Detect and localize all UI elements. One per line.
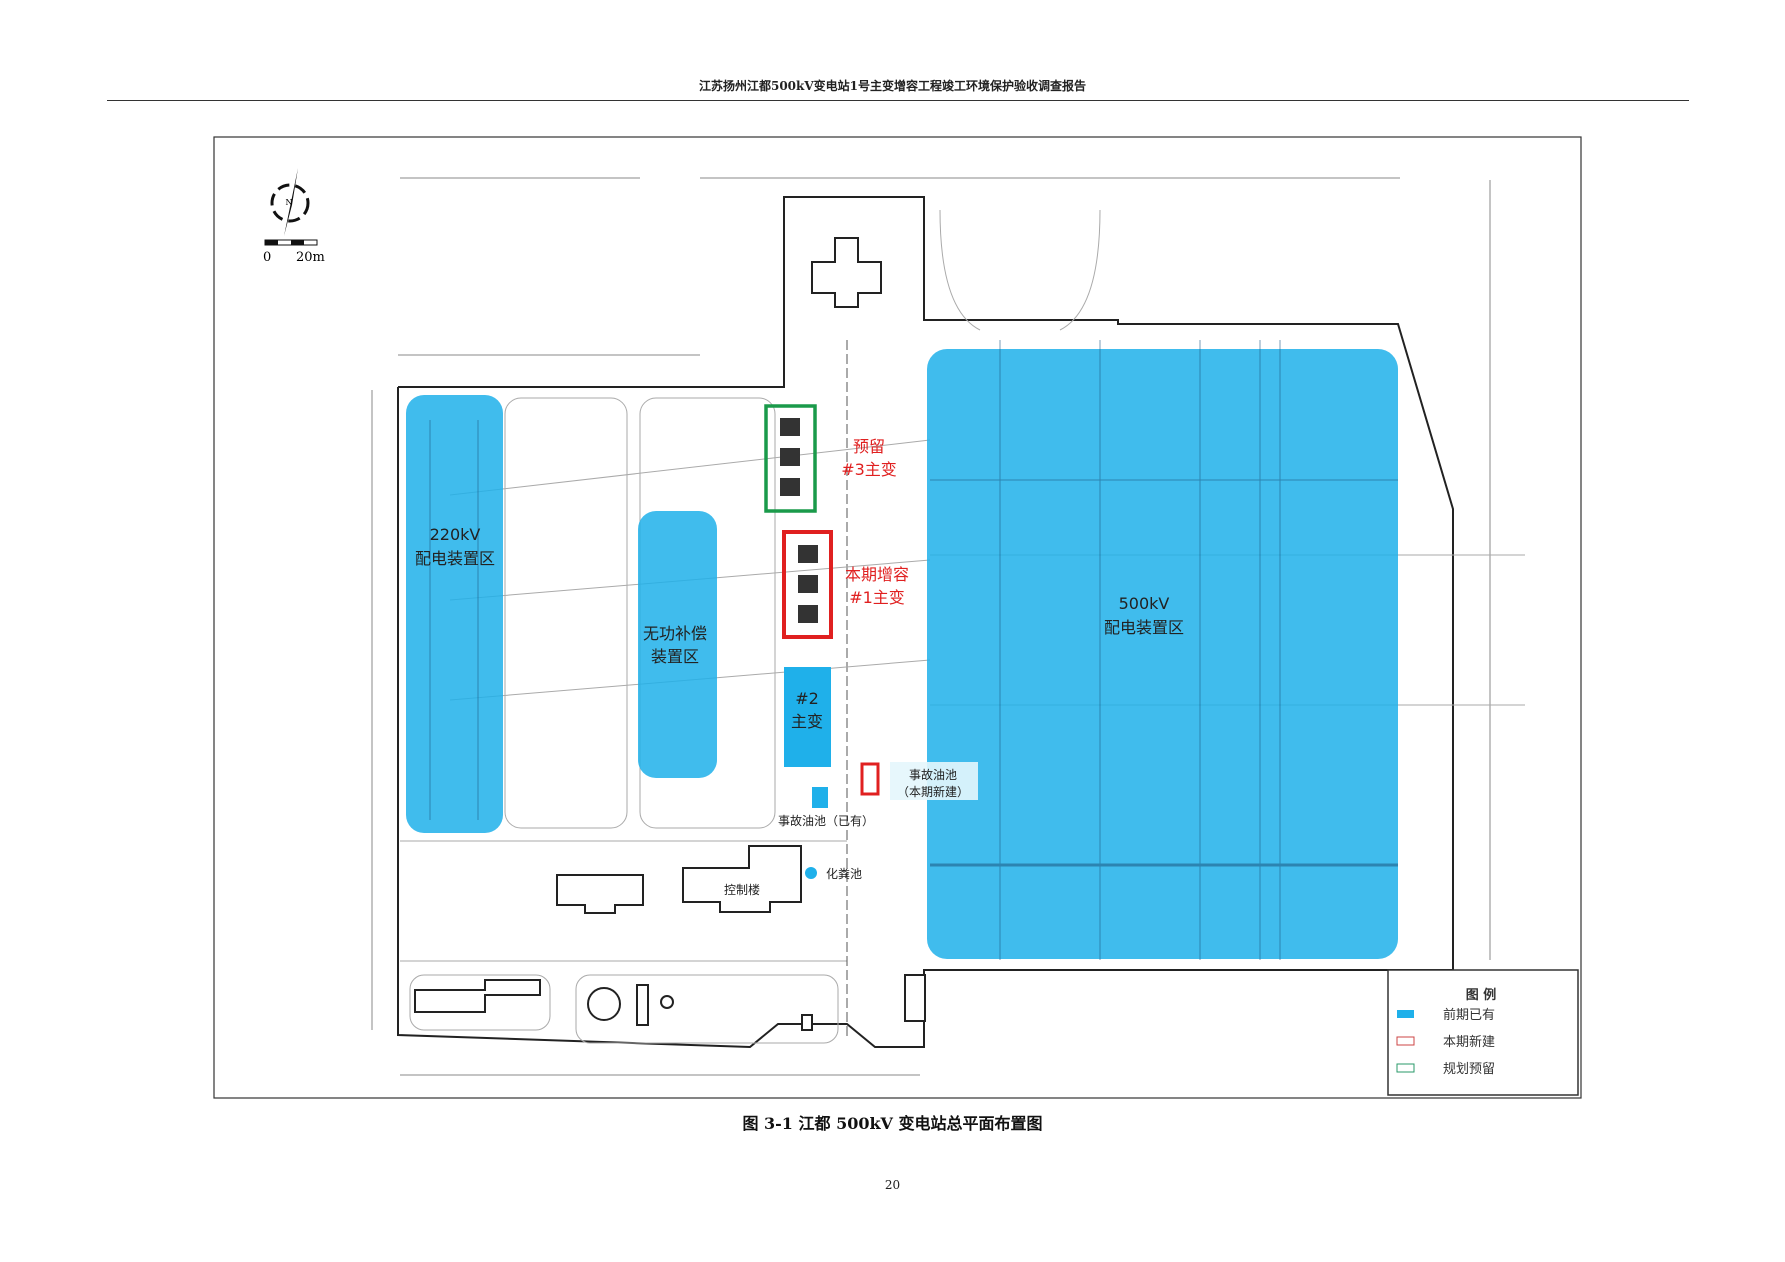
label-reactive-area: 装置区 [651,647,699,666]
legend-swatch-existing [1397,1010,1414,1018]
comprehensive-building [556,874,644,914]
area-500kv [927,349,1398,959]
inspection-building [811,237,882,308]
label-500kv-area: 配电装置区 [1104,618,1184,637]
header-divider [107,100,1689,101]
label-220kv-area: 配电装置区 [415,549,495,568]
oil-pit-label-bg [890,762,978,800]
label-new-oil-pit: 事故油池 [909,767,957,782]
legend-label-existing: 前期已有 [1443,1007,1495,1023]
existing-oil-pit [812,787,828,808]
page-number: 20 [884,1178,901,1192]
label-new-oil-pit-note: （本期新建） [897,784,969,799]
water-pool [587,987,621,1021]
label-reserved-transformer: #3主变 [841,460,897,479]
figure-frame [213,136,1582,1099]
label-control-building: 控制楼 [724,882,760,897]
legend-title: 图 例 [1466,987,1497,1003]
svg-text:N: N [286,198,293,207]
500kv-grid-lines [429,340,1398,960]
label-existing-oil-pit: 事故油池（已有） [778,813,874,828]
pump-house [636,984,649,1026]
label-new-transformer: #1主变 [849,588,905,607]
legend-swatch-reserved [1396,1063,1415,1073]
legend-label-new: 本期新建 [1443,1034,1495,1050]
svg-text:20m: 20m [296,250,325,265]
area-reactive [638,511,717,778]
page-header: 江苏扬州江都500kV变电站1号主变增容工程竣工环境保护验收调查报告 [698,79,1087,93]
reserved-transformer-box [764,404,817,513]
legend-label-reserved: 规划预留 [1443,1062,1495,1077]
gate-house [904,974,926,1022]
transformer-2-area [784,667,831,767]
area-220kv [406,395,503,833]
label-220kv: 220kV [430,525,481,544]
label-septic-tank: 化粪池 [826,867,862,881]
water-tower [660,995,674,1009]
dimension-lines [371,177,1491,1076]
label-reserved: 预留 [853,437,885,456]
label-t2-main: 主变 [791,712,823,731]
new-transformer-box [782,530,833,639]
control-building [682,845,802,913]
buildings [414,237,926,1031]
warehouse-building [414,979,541,1013]
septic-tank-icon [805,867,817,879]
svg-text:0: 0 [263,250,271,265]
north-arrow-icon: N [270,168,310,236]
legend: 图 例 前期已有 本期新建 规划预留 [1387,969,1579,1096]
guard-house [801,1014,813,1031]
transformer-icons [780,418,818,623]
figure-caption: 图 3-1 江都 500kV 变电站总平面布置图 [742,1114,1043,1133]
new-oil-pit [860,762,880,796]
label-new-capacity: 本期增容 [845,565,909,584]
legend-swatch-new [1396,1036,1415,1046]
label-500kv: 500kV [1119,594,1170,613]
label-t2: #2 [795,689,819,708]
scale-bar: 0 20m [263,239,325,265]
label-reactive: 无功补偿 [643,624,707,643]
